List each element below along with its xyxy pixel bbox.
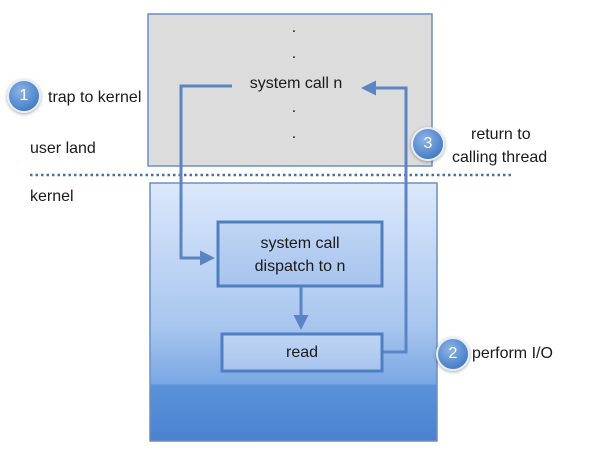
system-call-n-label: system call n bbox=[249, 75, 343, 92]
kernel-label: kernel bbox=[30, 188, 74, 205]
step-2-badge: 2 bbox=[436, 337, 470, 371]
step-3-label-line1: return to bbox=[471, 126, 531, 143]
user-space-box bbox=[147, 13, 433, 167]
dispatch-box-label-line2: dispatch to n bbox=[254, 258, 346, 275]
trap-arrow bbox=[179, 84, 232, 266]
return-arrow bbox=[361, 80, 408, 354]
ellipsis-bottom-1: . bbox=[291, 99, 297, 116]
ellipsis-bottom-2: . bbox=[291, 125, 297, 142]
step-1-badge: 1 bbox=[7, 79, 41, 113]
ellipsis-top-2: . bbox=[291, 45, 297, 62]
step-1-label: trap to kernel bbox=[48, 89, 142, 106]
dispatch-box bbox=[216, 220, 384, 288]
read-box bbox=[220, 332, 384, 373]
read-box-label: read bbox=[285, 344, 319, 361]
step-2-label: perform I/O bbox=[472, 345, 553, 362]
step-3-badge: 3 bbox=[411, 127, 445, 161]
dispatch-box-label-line1: system call bbox=[260, 235, 340, 252]
ellipsis-top-1: . bbox=[291, 19, 297, 36]
user-land-label: user land bbox=[30, 140, 96, 157]
step-3-label-line2: calling thread bbox=[452, 149, 548, 166]
